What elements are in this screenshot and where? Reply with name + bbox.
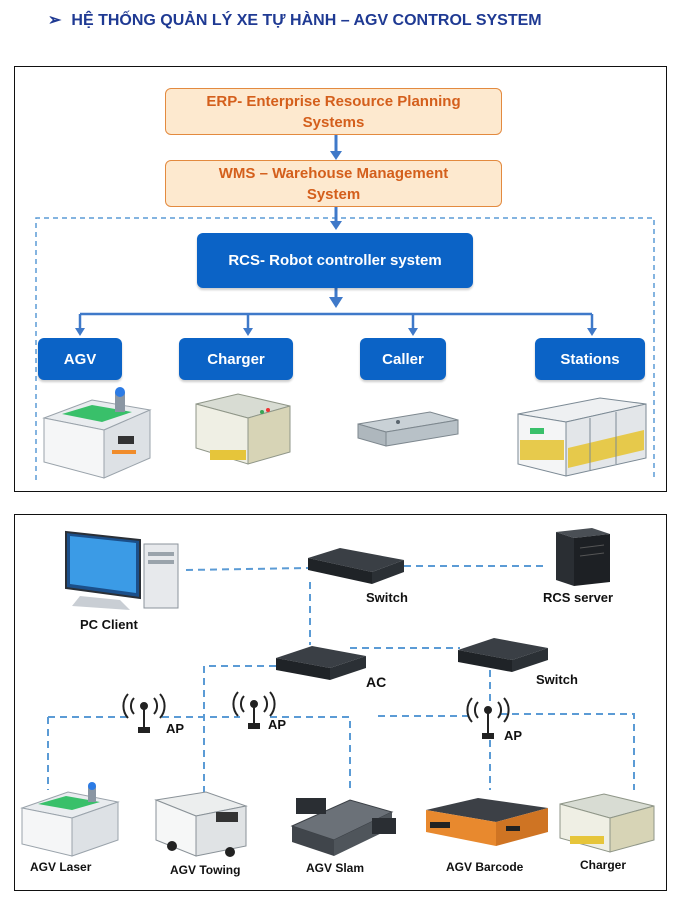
pc-client-label: PC Client xyxy=(80,617,138,632)
ac-label: AC xyxy=(366,674,387,690)
node-caller: Caller xyxy=(360,338,446,380)
caller-illustration xyxy=(357,411,459,447)
charger-illustration xyxy=(195,393,291,465)
switch-top-label: Switch xyxy=(366,590,408,605)
device-label-agv-barcode: AGV Barcode xyxy=(446,860,524,874)
agv-illustration xyxy=(42,387,152,479)
agv-barcode-illustration xyxy=(426,798,548,846)
switch-right-icon xyxy=(458,638,548,672)
agv-slam-illustration xyxy=(290,798,396,856)
device-label-agv-laser: AGV Laser xyxy=(30,860,92,874)
pc-client-icon xyxy=(65,530,179,610)
rcs-server-icon xyxy=(556,528,610,586)
ap-label-3: AP xyxy=(504,728,523,743)
rcs-server-label: RCS server xyxy=(543,590,614,605)
agv-towing-illustration xyxy=(154,791,248,857)
erp-box: ERP- Enterprise Resource Planning System… xyxy=(165,88,502,135)
switch-right-label: Switch xyxy=(536,672,578,687)
stations-illustration xyxy=(517,397,647,477)
access-point-icon-3 xyxy=(466,697,510,739)
bullet-arrow-icon: ➢ xyxy=(48,12,62,29)
charger-illustration-network xyxy=(559,793,655,853)
node-agv: AGV xyxy=(38,338,122,380)
access-point-icon-1 xyxy=(122,693,166,733)
device-label-agv-slam: AGV Slam xyxy=(306,861,365,875)
device-label-agv-towing: AGV Towing xyxy=(170,863,241,877)
ac-switch-icon xyxy=(276,646,366,680)
agv-laser-illustration xyxy=(20,782,120,857)
page-title: ➢ HỆ THỐNG QUẢN LÝ XE TỰ HÀNH – AGV CONTR… xyxy=(48,10,542,30)
access-point-icon-2 xyxy=(232,691,276,729)
page-title-text: HỆ THỐNG QUẢN LÝ XE TỰ HÀNH – AGV CONTRO… xyxy=(71,12,542,29)
node-stations: Stations xyxy=(535,338,645,380)
ap-label-2: AP xyxy=(268,717,287,732)
ap-label-1: AP xyxy=(166,721,185,736)
rcs-box: RCS- Robot controller system xyxy=(197,233,473,288)
wms-box: WMS – Warehouse Management System xyxy=(165,160,502,207)
switch-top-icon xyxy=(308,548,404,584)
device-label-charger: Charger xyxy=(580,858,627,872)
node-charger: Charger xyxy=(179,338,293,380)
